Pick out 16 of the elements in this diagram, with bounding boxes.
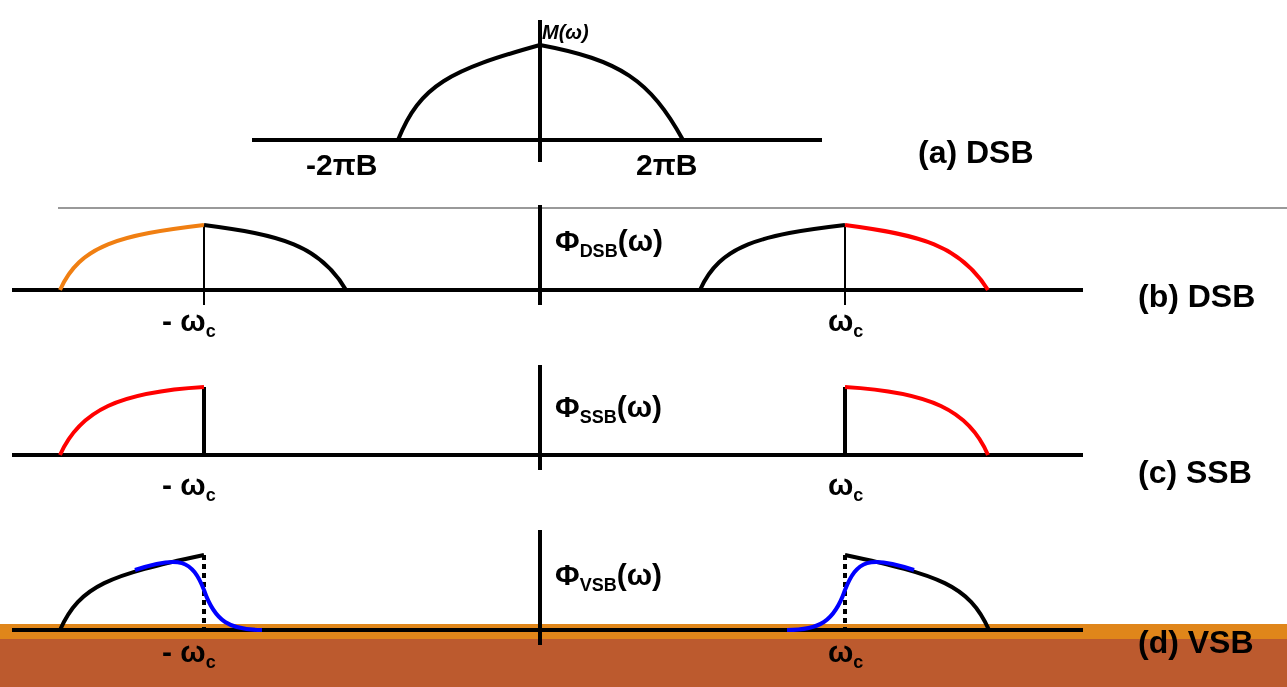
tick-label: - ω$_{c}$ [162, 306, 216, 341]
tick-label: - ω$_{c}$ [162, 470, 216, 505]
tick-label: ω$_{c}$ [828, 306, 864, 341]
axis-label: Φ$_{DSB}$(ω) [555, 226, 663, 261]
tick-label: - ω$_{c}$ [162, 637, 216, 672]
axis-label: M(ω) [542, 22, 589, 42]
tick-label: 2πB [636, 150, 698, 180]
panel-title: (a) DSB [918, 136, 1034, 168]
tick-label: ω$_{c}$ [828, 470, 864, 505]
tick-label: ω$_{c}$ [828, 637, 864, 672]
tick-label: -2πB [306, 150, 378, 180]
axis-label: Φ$_{SSB}$(ω) [555, 392, 662, 427]
panel-title: (d) VSB [1138, 626, 1254, 658]
panel-title: (c) SSB [1138, 456, 1252, 488]
panel-title: (b) DSB [1138, 280, 1256, 312]
axis-label: Φ$_{VSB}$(ω) [555, 560, 662, 595]
